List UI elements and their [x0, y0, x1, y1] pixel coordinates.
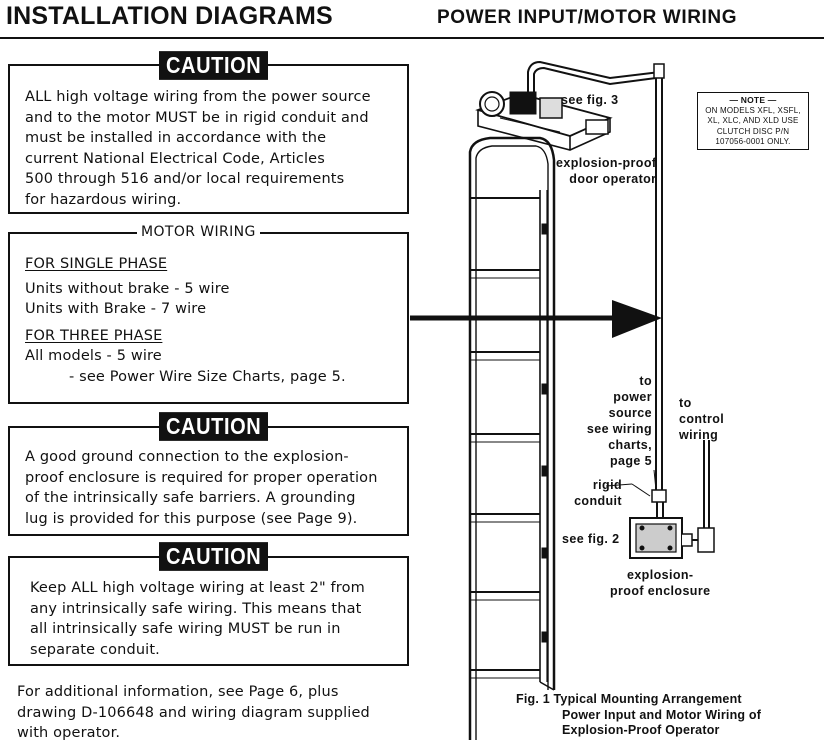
label-line: charts,: [608, 438, 652, 452]
note-title: — NOTE —: [729, 95, 777, 105]
rigid-conduit-label: rigid conduit: [560, 477, 622, 509]
caution-line: current National Electrical Code, Articl…: [25, 150, 325, 167]
single-phase-line: Units without brake - 5 wire: [25, 280, 230, 297]
operator-label-line: door operator: [569, 172, 657, 186]
see-fig2-label: see fig. 2: [562, 532, 620, 546]
additional-info-note: For additional information, see Page 6, …: [17, 682, 370, 744]
caution-line: separate conduit.: [30, 641, 160, 658]
label-line: to: [639, 374, 652, 388]
label-line: proof enclosure: [610, 584, 711, 598]
caution-line: ALL high voltage wiring from the power s…: [25, 89, 371, 105]
figure-caption: Fig. 1 Typical Mounting Arrangement Powe…: [516, 692, 761, 739]
door-operator: [475, 91, 613, 151]
label-line: rigid: [592, 478, 622, 492]
motor-wiring-text: FOR SINGLE PHASE Units without brake - 5…: [25, 254, 346, 387]
three-phase-heading: FOR THREE PHASE: [25, 327, 163, 344]
section-title: POWER INPUT/MOTOR WIRING: [437, 7, 738, 28]
power-source-label: to power source see wiring charts, page …: [570, 373, 652, 469]
rigid-conduit: [527, 60, 715, 553]
caption-line: Fig. 1 Typical Mounting Arrangement: [516, 692, 742, 706]
caution-line: must be installed in accordance with the: [25, 130, 327, 146]
caution-line: any intrinsically safe wiring. This mean…: [30, 600, 362, 617]
note-line: drawing D-106648 and wiring diagram supp…: [17, 704, 370, 721]
note-line: ON MODELS XFL, XSFL,: [705, 105, 801, 115]
explosion-proof-enclosure: [629, 517, 693, 559]
clutch-note: — NOTE — ON MODELS XFL, XSFL, XL, XLC, A…: [697, 92, 809, 150]
caution-text-separation: Keep ALL high voltage wiring at least 2"…: [30, 578, 365, 660]
operator-label: explosion-proof door operator: [556, 155, 656, 187]
note-line: CLUTCH DISC P/N: [716, 126, 790, 136]
label-line: explosion-: [626, 568, 694, 582]
operator-label-line: explosion-proof: [556, 156, 657, 170]
label-line: page 5: [610, 454, 652, 468]
caution-line: all intrinsically safe wiring MUST be ru…: [30, 621, 341, 637]
motor-wiring-title: MOTOR WIRING: [137, 224, 260, 240]
note-line: 107056-0001 ONLY.: [715, 137, 791, 146]
three-phase-line: All models - 5 wire: [25, 348, 162, 364]
caution-label: CAUTION: [159, 542, 269, 571]
single-phase-line: Units with Brake - 7 wire: [25, 301, 207, 317]
caution-line: proof enclosure is required for proper o…: [25, 469, 378, 486]
door-frame: [468, 136, 556, 740]
see-fig3-label: see fig. 3: [561, 93, 619, 107]
mounting-illustration: [410, 60, 715, 740]
label-line: control: [679, 412, 725, 426]
note-line: with operator.: [17, 725, 121, 741]
pointer-arrow: [410, 300, 662, 338]
caution-line: for hazardous wiring.: [25, 191, 182, 208]
caution-line: Keep ALL high voltage wiring at least 2"…: [30, 580, 365, 596]
caution-line: of the intrinsically safe barriers. A gr…: [25, 490, 356, 506]
note-line: For additional information, see Page 6, …: [17, 684, 339, 700]
control-wiring-label: to control wiring: [679, 395, 724, 443]
wire-size-chart-ref: - see Power Wire Size Charts, page 5.: [69, 368, 346, 385]
caption-line: Explosion-Proof Operator: [562, 723, 720, 737]
caption-line: Power Input and Motor Wiring of: [562, 707, 762, 722]
caution-label: CAUTION: [159, 412, 269, 441]
caution-line: lug is provided for this purpose (see Pa…: [25, 510, 358, 527]
note-line: XL, XLC, AND XLD USE: [707, 116, 799, 125]
label-line: conduit: [574, 494, 622, 508]
single-phase-heading: FOR SINGLE PHASE: [25, 256, 168, 272]
header-rule: [0, 37, 824, 39]
label-line: see wiring: [586, 422, 652, 436]
label-line: source: [608, 406, 652, 420]
enclosure-label: explosion- proof enclosure: [610, 567, 710, 599]
caution-text-ground: A good ground connection to the explosio…: [25, 447, 378, 529]
caution-line: 500 through 516 and/or local requirement…: [25, 171, 345, 187]
label-line: to: [679, 396, 692, 410]
caution-line: and to the motor MUST be in rigid condui…: [25, 109, 369, 126]
label-line: power: [613, 390, 652, 404]
page-title: INSTALLATION DIAGRAMS: [6, 2, 333, 30]
caution-label: CAUTION: [159, 51, 269, 80]
label-line: wiring: [679, 428, 719, 442]
caution-line: A good ground connection to the explosio…: [25, 449, 349, 465]
caution-text-high-voltage: ALL high voltage wiring from the power s…: [25, 87, 371, 210]
leader-lines: [605, 469, 657, 497]
